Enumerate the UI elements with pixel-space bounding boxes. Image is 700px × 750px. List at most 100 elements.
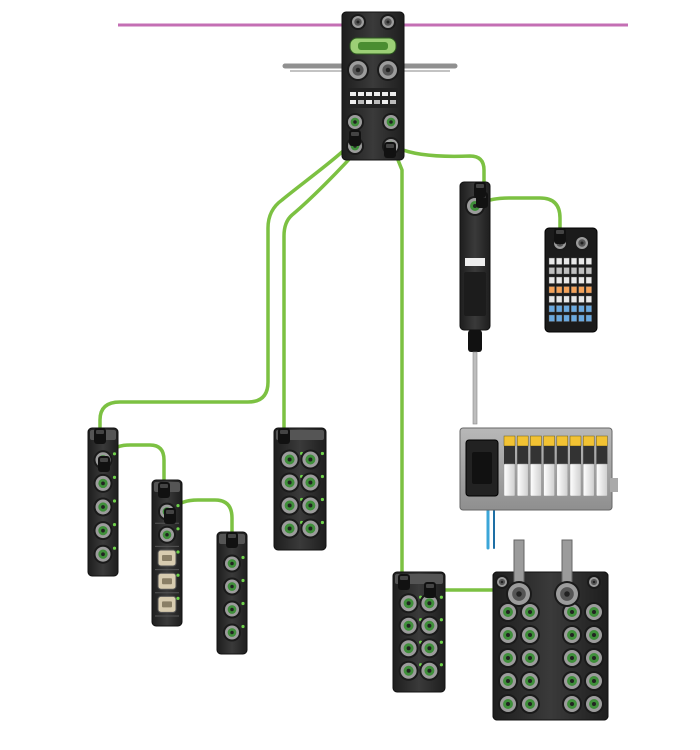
valve-body: [516, 463, 529, 497]
io-hub-b-led-icon: [176, 573, 180, 577]
io-hub-a-led-icon: [112, 523, 117, 527]
tb-terminal: [585, 267, 592, 275]
tb-terminal: [548, 257, 555, 265]
tb-terminal: [563, 314, 570, 322]
io-hub-e-led-icon: [439, 618, 443, 622]
io-hub-d-led-icon: [320, 474, 324, 479]
master-led-icon: [374, 92, 380, 96]
tb-terminal: [556, 286, 563, 294]
tb-terminal: [578, 286, 585, 294]
valve-solenoid: [556, 435, 569, 447]
tb-terminal: [556, 295, 563, 303]
tb-terminal: [563, 276, 570, 284]
tb-terminal: [585, 295, 592, 303]
valve-solenoid: [582, 435, 595, 447]
valve-body: [582, 463, 595, 497]
tb-terminal: [578, 314, 585, 322]
valve-body: [503, 463, 516, 497]
inline-label: [465, 258, 485, 266]
tb-terminal: [563, 305, 570, 313]
io-hub-d: [273, 427, 327, 551]
valve-body: [556, 463, 569, 497]
io-hub-a-led-icon: [112, 499, 117, 503]
tb-terminal: [563, 267, 570, 275]
io-hub-c: [216, 531, 248, 655]
master-led-icon: [358, 92, 364, 96]
valve-solenoid: [503, 435, 516, 447]
io-hub-a-led-icon: [112, 475, 117, 479]
tb-terminal: [571, 295, 578, 303]
green-cable-2: [282, 143, 364, 432]
valve-solenoid: [596, 435, 608, 447]
io-hub-e-led-icon: [439, 640, 443, 644]
tb-terminal: [556, 267, 563, 275]
tb-terminal: [578, 267, 585, 275]
inline-module: [459, 181, 491, 425]
io-hub-a-led-icon: [112, 452, 117, 456]
inline-cable: [472, 351, 478, 425]
tb-terminal: [585, 314, 592, 322]
valve-solenoid: [543, 435, 555, 447]
inline-cable-icon: [468, 330, 482, 352]
tb-terminal: [571, 267, 578, 275]
tb-terminal: [548, 314, 555, 322]
tb-terminal: [578, 295, 585, 303]
tb-terminal: [585, 305, 592, 313]
tb-terminal: [571, 305, 578, 313]
io-hub-e: [392, 571, 446, 693]
tb-terminal: [585, 286, 592, 294]
tb-terminal: [571, 314, 578, 322]
master-led-icon: [350, 92, 356, 96]
tb-terminal: [578, 305, 585, 313]
io-hub-e-led-icon: [439, 663, 443, 667]
tb-terminal: [548, 286, 555, 294]
io-hub-c-led-icon: [241, 578, 245, 583]
terminal-block: [544, 227, 598, 333]
io-hub-c-led-icon: [241, 555, 245, 560]
tb-terminal: [571, 257, 578, 265]
tb-terminal: [548, 276, 555, 284]
io-hub-a: [87, 427, 119, 577]
tb-terminal: [556, 305, 563, 313]
io-hub-b: [151, 479, 183, 627]
tb-terminal: [563, 286, 570, 294]
green-cable-1: [98, 138, 357, 432]
valve-solenoid: [530, 435, 542, 447]
valve-solenoid: [516, 435, 529, 447]
green-cable-3: [396, 158, 404, 577]
tb-terminal: [563, 295, 570, 303]
valve-body: [596, 463, 608, 497]
master-led-icon: [390, 92, 396, 96]
valve-solenoid: [569, 435, 582, 447]
tb-terminal: [548, 295, 555, 303]
tb-terminal: [585, 257, 592, 265]
io-hub-b-led-icon: [176, 504, 180, 508]
valve-terminal: [459, 427, 618, 511]
tb-terminal: [548, 267, 555, 275]
io-hub-b-led-icon: [176, 550, 180, 554]
tb-terminal: [571, 286, 578, 294]
tb-terminal: [578, 257, 585, 265]
large-io-module: [492, 539, 609, 721]
valve-body: [543, 463, 555, 497]
tb-terminal: [556, 314, 563, 322]
valve-body: [569, 463, 582, 497]
master-led-icon: [366, 92, 372, 96]
io-hub-d-led-icon: [320, 451, 324, 456]
master-led-icon: [382, 92, 388, 96]
tb-terminal: [556, 276, 563, 284]
green-cable-4: [396, 146, 486, 184]
io-hub-d-led-icon: [320, 520, 324, 525]
io-hub-b-led-icon: [176, 596, 180, 601]
valve-body: [530, 463, 542, 497]
tb-terminal: [548, 305, 555, 313]
tb-terminal: [578, 276, 585, 284]
master-module: [341, 11, 405, 161]
tb-terminal: [556, 257, 563, 265]
io-hub-a-led-icon: [112, 546, 117, 550]
tb-terminal: [571, 276, 578, 284]
io-hub-d-led-icon: [320, 497, 324, 502]
green-cable-5: [482, 196, 562, 234]
tb-terminal: [585, 276, 592, 284]
